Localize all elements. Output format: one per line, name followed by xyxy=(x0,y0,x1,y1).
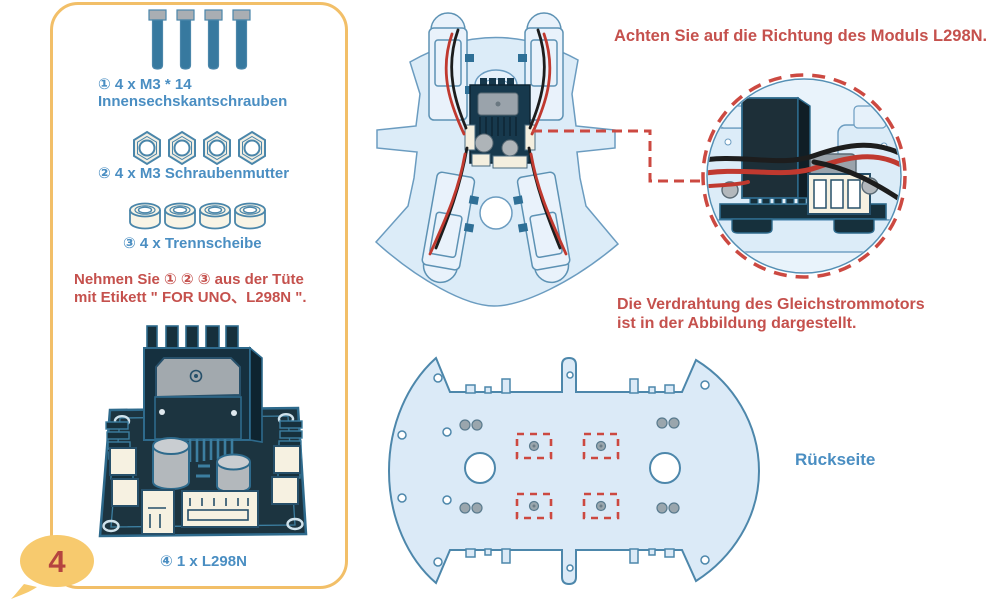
wiring-note-line1: Die Verdrahtung des Gleichstrommotors xyxy=(617,296,925,313)
back-side-label: Rückseite xyxy=(795,450,876,469)
part-label-screws-line1: ① 4 x M3 * 14 xyxy=(98,76,192,93)
part-label-spacers: ③ 4 x Trennscheibe xyxy=(123,235,262,252)
part-label-l298n: ④ 1 x L298N xyxy=(160,553,247,570)
step-badge: 4 xyxy=(11,535,94,599)
l298n-module-icon xyxy=(98,325,308,538)
socket-screws-icon xyxy=(148,9,251,70)
direction-note: Achten Sie auf die Richtung des Moduls L… xyxy=(614,27,988,45)
bag-note: Nehmen Sie ① ② ③ aus der Tüte mit Etiket… xyxy=(74,271,307,306)
part-label-screws-line2: Innensechskantschrauben xyxy=(98,93,288,110)
step-badge-number: 4 xyxy=(48,544,66,579)
module-detail-zoom-illustration xyxy=(701,73,907,279)
zoom-connector-line xyxy=(532,129,706,183)
bag-note-line1: Nehmen Sie ① ② ③ aus der Tüte xyxy=(74,271,304,288)
hex-nuts-icon xyxy=(133,130,266,166)
wiring-note-line2: ist in der Abbildung dargestellt. xyxy=(617,315,857,332)
wiring-note: Die Verdrahtung des Gleichstrommotors is… xyxy=(617,295,925,333)
part-label-nuts: ② 4 x M3 Schraubenmutter xyxy=(98,165,290,182)
spacers-icon xyxy=(129,202,266,230)
chassis-bottom-illustration xyxy=(387,356,761,586)
bag-note-line2: mit Etikett " FOR UNO、L298N ". xyxy=(74,288,307,306)
chassis-top-illustration xyxy=(374,12,620,307)
part-label-screws: ① 4 x M3 * 14 Innensechskantschrauben xyxy=(98,76,287,110)
